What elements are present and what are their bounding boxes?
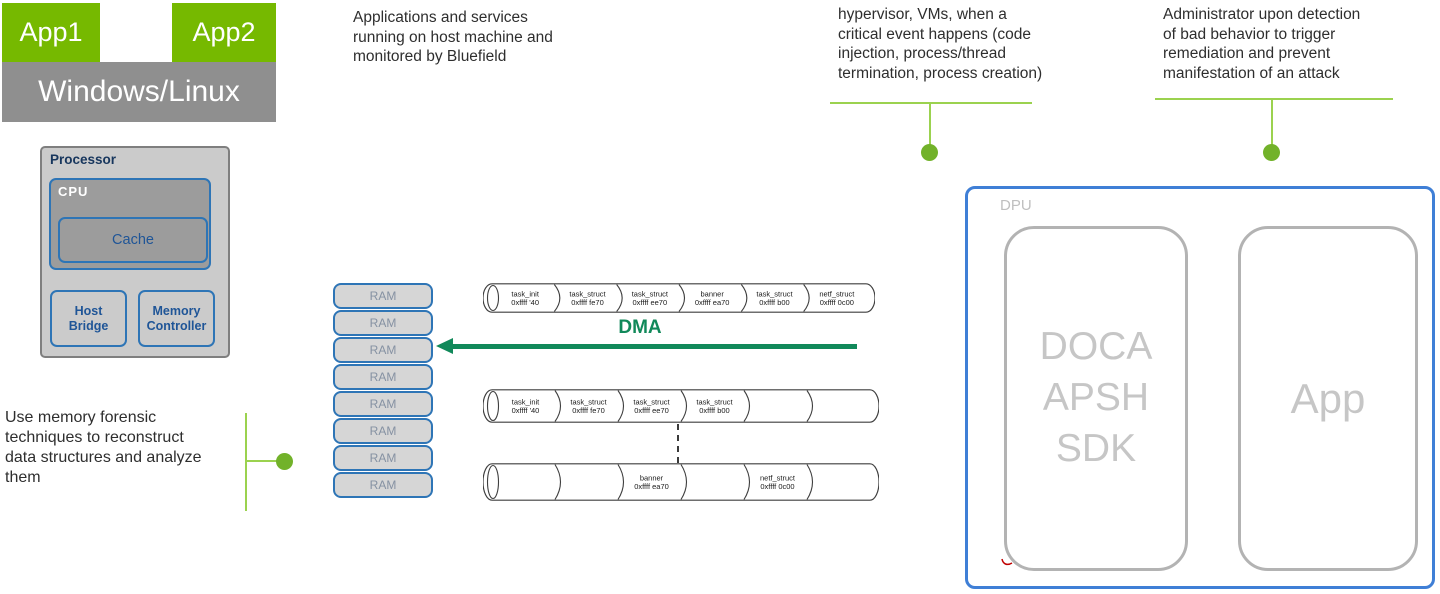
ram-box: RAM <box>333 418 433 444</box>
red-mark-icon <box>1001 558 1013 566</box>
annotation-memory-forensics: Use memory forensic techniques to recons… <box>5 409 202 487</box>
ram-box: RAM <box>333 283 433 309</box>
processor-box: Processor CPU Cache Host Bridge Memory C… <box>40 146 230 358</box>
doca-apsh-sdk-box: DOCA APSH SDK <box>1004 226 1188 571</box>
memory-controller-box: Memory Controller <box>138 290 215 347</box>
processor-label: Processor <box>50 152 117 167</box>
green-bracket-forensics-horizontal <box>246 460 277 462</box>
green-underline-administrator <box>1155 98 1393 100</box>
cpu-label: CPU <box>58 184 89 199</box>
chain-dashed-connector <box>677 424 679 463</box>
annotation-critical-events: hypervisor, VMs, when a critical event h… <box>838 6 1043 82</box>
dpu-label: DPU <box>1000 197 1032 214</box>
annotation-administrator: Administrator upon detection of bad beha… <box>1163 6 1361 82</box>
dma-arrow-line <box>452 344 857 349</box>
host-app1-box: App1 <box>2 3 100 62</box>
dpu-app-box: App <box>1238 226 1418 571</box>
annotation-host-apps: Applications and services running on hos… <box>353 9 553 66</box>
ram-box: RAM <box>333 364 433 390</box>
dpu-box: DPU DOCA APSH SDK App <box>965 186 1435 589</box>
host-app2-box: App2 <box>172 3 276 62</box>
green-dot-critical-events <box>921 144 938 161</box>
green-stem-administrator <box>1271 98 1273 145</box>
green-underline-critical-events <box>830 102 1032 104</box>
green-dot-forensics <box>276 453 293 470</box>
ram-box: RAM <box>333 310 433 336</box>
host-os-box: Windows/Linux <box>2 62 276 122</box>
host-bridge-box: Host Bridge <box>50 290 127 347</box>
ram-box: RAM <box>333 391 433 417</box>
ram-box: RAM <box>333 337 433 363</box>
ram-box: RAM <box>333 445 433 471</box>
green-dot-administrator <box>1263 144 1280 161</box>
ram-box: RAM <box>333 472 433 498</box>
cache-box: Cache <box>58 217 208 263</box>
dma-label: DMA <box>618 317 662 338</box>
dma-arrow-head-icon <box>436 338 453 354</box>
green-bracket-forensics-vertical <box>245 413 247 511</box>
green-stem-critical-events <box>929 102 931 145</box>
